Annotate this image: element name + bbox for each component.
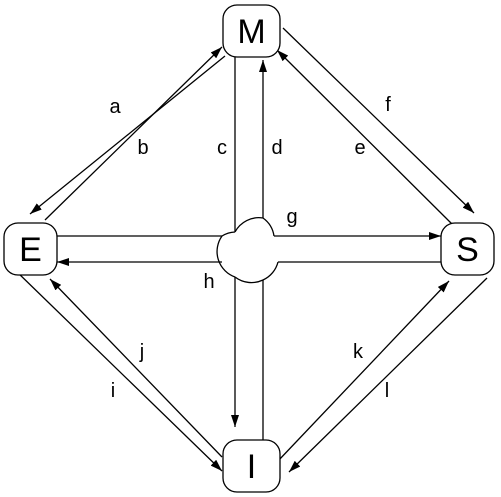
edge-label-h: h: [203, 271, 214, 293]
node-e-label: E: [19, 231, 42, 269]
edge-b: [29, 55, 226, 215]
node-m-label: M: [237, 13, 265, 51]
node-i: I: [222, 439, 281, 493]
edge-label-i: i: [111, 380, 115, 402]
edge-label-a: a: [109, 96, 121, 118]
edge-label-f: f: [385, 94, 391, 116]
edge-label-g: g: [286, 206, 297, 228]
edge-j: [49, 278, 223, 458]
center-crossing-circle: [216, 217, 279, 284]
edge-f: [282, 27, 475, 214]
edge-e: [276, 49, 456, 228]
edge-label-k: k: [353, 341, 364, 363]
edge-label-d: d: [271, 137, 282, 159]
edge-a: [44, 46, 223, 221]
node-m: M: [222, 4, 281, 58]
node-s: S: [440, 222, 495, 276]
edge-label-c: c: [217, 137, 227, 159]
node-s-label: S: [456, 231, 479, 269]
edge-label-e: e: [354, 137, 365, 159]
edge-i: [14, 269, 223, 472]
edge-k: [277, 280, 450, 462]
node-e: E: [3, 222, 58, 276]
edge-label-b: b: [137, 137, 148, 159]
edge-label-j: j: [139, 341, 144, 363]
edge-label-l: l: [385, 380, 389, 402]
node-i-label: I: [247, 448, 256, 486]
edge-l: [288, 277, 488, 473]
